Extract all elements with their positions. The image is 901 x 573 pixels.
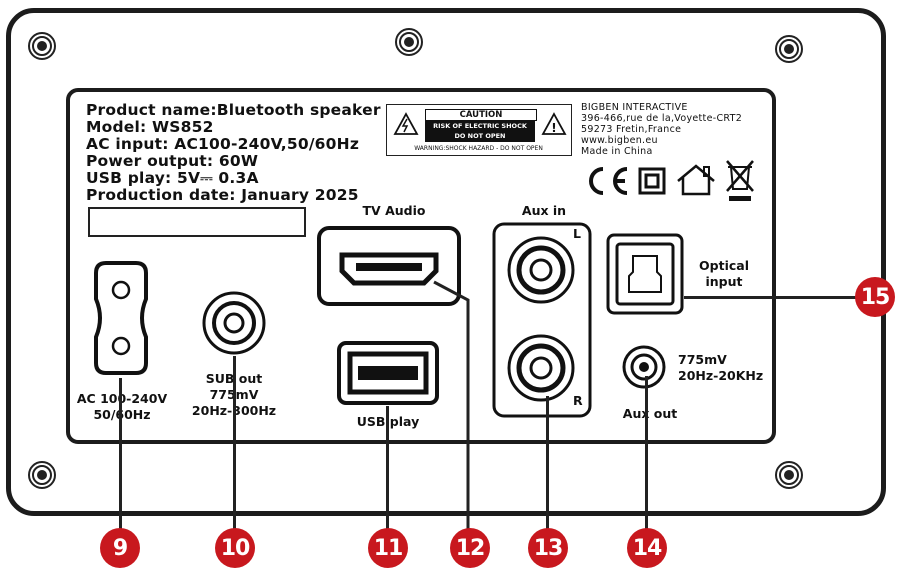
ac-input-label: AC 100-240V 50/60Hz xyxy=(70,391,174,423)
callout-line-11 xyxy=(386,406,389,530)
callout-line-10 xyxy=(233,356,236,530)
ce-mark-icon xyxy=(589,167,628,195)
screw-icon xyxy=(395,28,423,56)
aux-out-spec-line-1: 775mV xyxy=(678,352,727,367)
aux-out-label: Aux out xyxy=(622,406,678,421)
aux-in-left-marker: L xyxy=(573,226,581,241)
aux-in-right-jack[interactable] xyxy=(506,333,576,403)
weee-bin-icon xyxy=(726,160,754,201)
screw-icon xyxy=(775,35,803,63)
callout-line-12 xyxy=(433,280,470,532)
usb-play-spec: USB play: 5V⎓ 0.3A xyxy=(86,169,259,187)
caution-label: ! CAUTION RISK OF ELECTRIC SHOCK DO NOT … xyxy=(386,104,572,156)
manufacturer-website: www.bigben.eu xyxy=(581,135,658,146)
callout-line-9 xyxy=(119,378,122,530)
caution-line-2: DO NOT OPEN xyxy=(454,132,506,140)
ac-input-spec: AC input: AC100-240V,50/60Hz xyxy=(86,135,360,153)
screw-icon xyxy=(28,461,56,489)
sub-out-jack[interactable] xyxy=(201,290,267,356)
caution-warning: WARNING:SHOCK HAZARD - DO NOT OPEN xyxy=(414,145,543,152)
callout-badge-13: 13 xyxy=(528,528,568,568)
usb-port[interactable] xyxy=(336,340,440,406)
connector-panel xyxy=(66,88,776,444)
svg-text:!: ! xyxy=(551,121,556,135)
warning-triangle-icon xyxy=(393,112,419,135)
callout-badge-14: 14 xyxy=(627,528,667,568)
production-date: Production date: January 2025 xyxy=(86,186,359,204)
callout-badge-10: 10 xyxy=(215,528,255,568)
hdmi-port[interactable] xyxy=(316,225,462,307)
callout-badge-9: 9 xyxy=(100,528,140,568)
optical-input-port[interactable] xyxy=(605,232,685,316)
aux-in-left-jack[interactable] xyxy=(506,235,576,305)
country-of-origin: Made in China xyxy=(581,146,653,157)
tv-audio-label: TV Audio xyxy=(362,203,426,218)
manufacturer-address-1: 396-466,rue de la,Voyette-CRT2 xyxy=(581,113,743,124)
optical-input-label-line-1: Optical xyxy=(699,258,749,273)
caution-line-1: RISK OF ELECTRIC SHOCK xyxy=(433,122,527,130)
callout-line-13 xyxy=(546,396,549,530)
product-name: Product name:Bluetooth speaker xyxy=(86,101,381,119)
aux-in-panel xyxy=(492,222,592,418)
screw-icon xyxy=(28,32,56,60)
manufacturer-name: BIGBEN INTERACTIVE xyxy=(581,102,688,113)
screw-icon xyxy=(775,461,803,489)
callout-line-15 xyxy=(684,296,856,299)
power-output-spec: Power output: 60W xyxy=(86,152,259,170)
warning-triangle-icon: ! xyxy=(541,112,567,135)
callout-line-14 xyxy=(645,376,648,530)
optical-input-label: Optical input xyxy=(689,258,759,290)
callout-badge-15: 15 xyxy=(855,277,895,317)
aux-in-label: Aux in xyxy=(521,203,567,218)
double-insulation-icon xyxy=(638,167,666,195)
manufacturer-address-2: 59273 Fretin,France xyxy=(581,124,682,135)
aux-out-jack[interactable] xyxy=(621,344,667,390)
callout-badge-11: 11 xyxy=(368,528,408,568)
ac-input-label-line-2: 50/60Hz xyxy=(93,407,151,422)
device-back-panel xyxy=(6,8,886,516)
manufacturer-info: BIGBEN INTERACTIVE 396-466,rue de la,Voy… xyxy=(581,102,742,157)
caution-box: RISK OF ELECTRIC SHOCK DO NOT OPEN xyxy=(425,120,535,142)
aux-out-spec-line-2: 20Hz-20KHz xyxy=(678,368,764,383)
aux-in-right-marker: R xyxy=(573,393,583,408)
aux-out-spec: 775mV 20Hz-20KHz xyxy=(678,352,763,384)
product-info: Product name:Bluetooth speaker Model: WS… xyxy=(86,102,381,204)
indoor-use-icon xyxy=(677,164,715,196)
model-number: Model: WS852 xyxy=(86,118,214,136)
serial-number-box xyxy=(88,207,306,237)
optical-input-label-line-2: input xyxy=(705,274,743,289)
ac-input-label-line-1: AC 100-240V xyxy=(76,391,168,406)
ac-power-inlet[interactable] xyxy=(92,259,150,377)
callout-badge-12: 12 xyxy=(450,528,490,568)
